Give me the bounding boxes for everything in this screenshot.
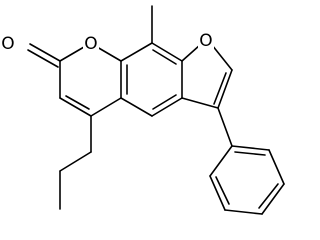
bond-c2f-c3f-inner (213, 72, 227, 105)
bond-ph-inner-3 (215, 176, 230, 205)
bond-ph-3 (261, 183, 285, 215)
bond-c2-o1 (59, 46, 85, 62)
bond-c4b-c4a (120, 97, 153, 117)
bond-c4-c4a (90, 97, 122, 117)
bond-ph-inner-1 (234, 151, 266, 156)
bond-ph-6 (209, 145, 233, 177)
molecule-structure: O O O (0, 5, 285, 215)
bond-ph-4 (224, 209, 263, 215)
bond-c8a-c9 (120, 42, 153, 62)
bond-c3a-c4b (151, 97, 183, 117)
atom-labels: O O O (0, 31, 214, 54)
bond-ph-inner-2 (258, 183, 279, 209)
bond-c9-c9a-inner (152, 49, 177, 65)
bond-ph-5 (209, 175, 226, 211)
furan-ring-oxygen-label: O (199, 31, 212, 51)
bond-propyl-2 (59, 151, 92, 172)
bond-c3f-phenyl (217, 107, 233, 147)
bond-c3-c4 (59, 97, 92, 117)
bond-o1-c8a (96, 46, 122, 62)
bond-c2f-c3f (217, 69, 233, 109)
bond-c3f-c3a (181, 97, 219, 109)
bond-c9a-o (181, 44, 201, 62)
pyranone-ring-oxygen-label: O (84, 34, 97, 54)
bond-c3-c4-inner (65, 95, 90, 110)
carbonyl-oxygen-label: O (1, 34, 14, 54)
bond-c9-c9a (151, 42, 183, 62)
bond-carbonyl-1 (29, 43, 61, 62)
bonds (27, 5, 285, 215)
bond-ph-1 (231, 145, 270, 151)
bond-ph-2 (268, 149, 285, 185)
bond-o-c2f (211, 44, 233, 71)
bond-carbonyl-2 (27, 49, 59, 68)
bond-c3a-c4b-inner (152, 94, 177, 110)
